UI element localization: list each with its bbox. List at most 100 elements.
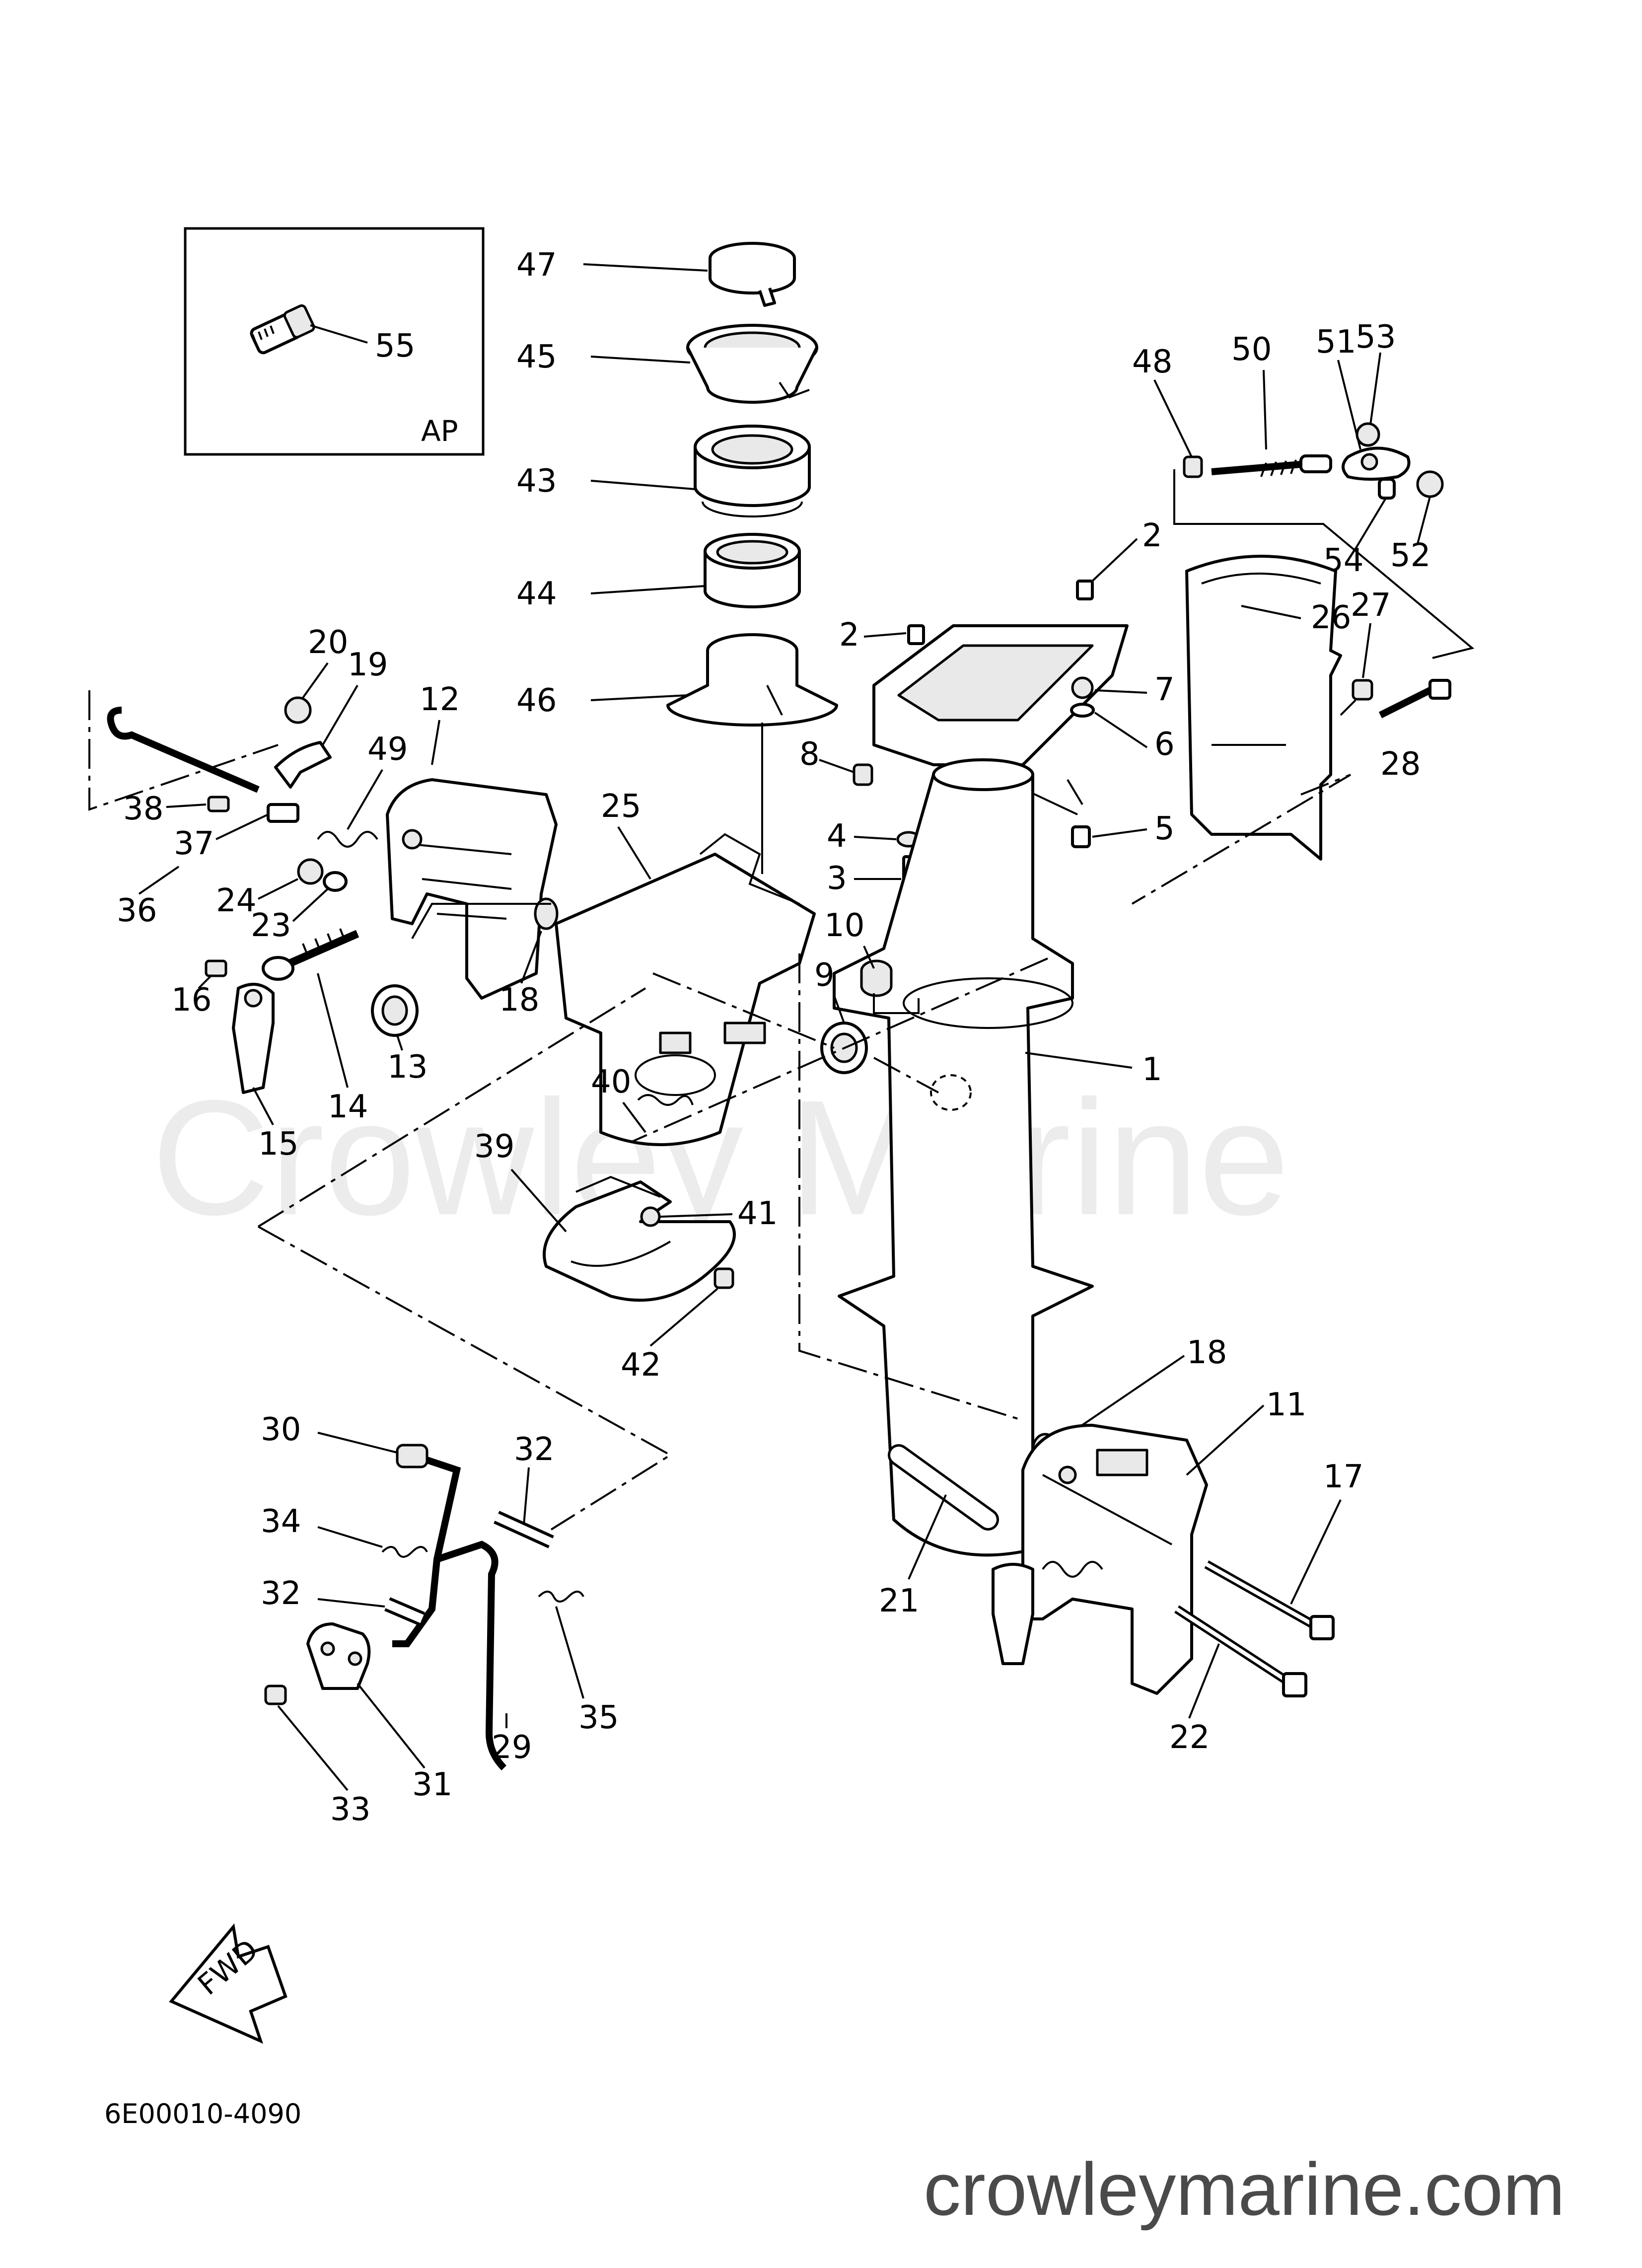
callout-42: 42 bbox=[621, 1347, 661, 1384]
callout-47: 47 bbox=[516, 247, 557, 284]
callout-35: 35 bbox=[578, 1699, 619, 1736]
callout-13: 13 bbox=[387, 1049, 428, 1086]
part-54-bolt bbox=[1378, 478, 1396, 500]
part-32-pin-upper bbox=[494, 1511, 554, 1548]
part-10-grommet bbox=[860, 959, 893, 997]
part-2-dowel-left bbox=[907, 624, 925, 645]
callout-43: 43 bbox=[516, 463, 557, 500]
callout-36: 36 bbox=[117, 892, 157, 929]
callout-28: 28 bbox=[1380, 746, 1421, 783]
callout-17: 17 bbox=[1323, 1459, 1363, 1495]
linkage-assembly bbox=[1183, 422, 1444, 500]
part-20-nut bbox=[284, 696, 312, 724]
callout-18a: 18 bbox=[499, 982, 539, 1019]
callout-48: 48 bbox=[1132, 344, 1172, 380]
website-footer: crowleymarine.com bbox=[924, 2147, 1565, 2231]
part-17-bolt bbox=[1204, 1560, 1335, 1640]
part-50-rod-end bbox=[1299, 454, 1332, 473]
part-7-nut bbox=[1071, 676, 1094, 699]
callout-34: 34 bbox=[261, 1503, 301, 1540]
callout-41: 41 bbox=[737, 1195, 778, 1232]
part-8-plug bbox=[853, 763, 873, 786]
callout-55: 55 bbox=[375, 328, 415, 365]
part-40-spring bbox=[637, 1094, 694, 1106]
callout-8: 8 bbox=[799, 736, 820, 773]
callout-26: 26 bbox=[1311, 599, 1351, 636]
part-26-cover bbox=[1185, 555, 1342, 861]
part-11-lever bbox=[992, 1561, 1103, 1665]
callout-49: 49 bbox=[367, 731, 408, 768]
part-27-grommet bbox=[1352, 679, 1373, 701]
part-6-washer bbox=[1070, 703, 1095, 718]
callout-11: 11 bbox=[1266, 1387, 1306, 1423]
part-52-cap bbox=[1416, 470, 1444, 498]
callout-29: 29 bbox=[492, 1729, 532, 1766]
callout-3: 3 bbox=[827, 860, 847, 897]
part-29-rod bbox=[435, 1540, 507, 1770]
part-25-swivel-bracket bbox=[555, 833, 816, 1146]
callout-6: 6 bbox=[1154, 726, 1175, 763]
part-18-washer-left bbox=[534, 897, 559, 930]
callout-31: 31 bbox=[412, 1766, 452, 1803]
callout-12: 12 bbox=[420, 681, 460, 718]
callout-46: 46 bbox=[516, 682, 557, 719]
callout-22: 22 bbox=[1169, 1719, 1210, 1756]
callout-33: 33 bbox=[330, 1791, 370, 1828]
callout-39: 39 bbox=[474, 1128, 514, 1165]
callout-40: 40 bbox=[591, 1064, 631, 1100]
part-22-bolt bbox=[1174, 1605, 1307, 1697]
part-35-spring bbox=[538, 1591, 584, 1603]
callout-2a: 2 bbox=[839, 617, 859, 654]
part-29-rod-upper bbox=[392, 1457, 461, 1647]
callout-44: 44 bbox=[516, 576, 557, 612]
part-55-plug bbox=[250, 304, 315, 355]
callout-7: 7 bbox=[1154, 671, 1175, 708]
part-37-clip bbox=[267, 803, 299, 823]
part-39-lock bbox=[543, 1180, 736, 1302]
callout-24: 24 bbox=[216, 882, 256, 919]
callout-27: 27 bbox=[1351, 587, 1391, 624]
inset-label: AP bbox=[421, 414, 458, 448]
callout-15: 15 bbox=[258, 1126, 298, 1163]
part-23-washer bbox=[323, 871, 348, 892]
part-28-bolt bbox=[1428, 679, 1451, 700]
callout-9: 9 bbox=[814, 957, 835, 994]
part-21-tube bbox=[888, 1444, 999, 1531]
part-33-screw bbox=[264, 1684, 287, 1705]
part-34-spring bbox=[381, 1546, 428, 1558]
part-15-lever bbox=[232, 983, 275, 1094]
fwd-arrow-icon: FWD bbox=[169, 1923, 287, 2044]
part-5-bolt bbox=[1071, 825, 1091, 848]
part-14-rod bbox=[262, 928, 359, 981]
part-42-bolt bbox=[714, 1267, 734, 1289]
diagram-code: 6E00010-4090 bbox=[104, 2098, 301, 2129]
part-48-nut bbox=[1183, 455, 1203, 478]
callout-32a: 32 bbox=[514, 1431, 554, 1468]
callout-53: 53 bbox=[1356, 319, 1396, 356]
part-13-mount bbox=[371, 984, 419, 1037]
part-53-nut bbox=[1356, 422, 1380, 447]
callout-16: 16 bbox=[171, 982, 212, 1019]
callout-50: 50 bbox=[1231, 331, 1272, 368]
upper-casing bbox=[872, 580, 1129, 766]
part-49-spring bbox=[317, 831, 378, 848]
part-12-clamp-bracket bbox=[386, 778, 558, 1000]
part-41-collar bbox=[640, 1206, 661, 1227]
part-19-plate bbox=[274, 741, 332, 789]
callout-1: 1 bbox=[1142, 1051, 1162, 1088]
callout-5: 5 bbox=[1154, 810, 1175, 847]
callout-32b: 32 bbox=[261, 1575, 301, 1612]
callout-23: 23 bbox=[251, 907, 291, 944]
callout-2b: 2 bbox=[1142, 517, 1162, 554]
callout-10: 10 bbox=[824, 907, 864, 944]
part-30-grip bbox=[396, 1444, 428, 1468]
inset-box: 55 AP bbox=[184, 227, 485, 456]
callout-18b: 18 bbox=[1187, 1334, 1227, 1371]
callout-37: 37 bbox=[174, 825, 214, 862]
callout-14: 14 bbox=[328, 1089, 368, 1125]
tilt-rod-group bbox=[88, 690, 299, 823]
part-38-pin bbox=[207, 796, 230, 812]
callout-25: 25 bbox=[601, 788, 641, 825]
part-31-holder bbox=[306, 1622, 371, 1690]
